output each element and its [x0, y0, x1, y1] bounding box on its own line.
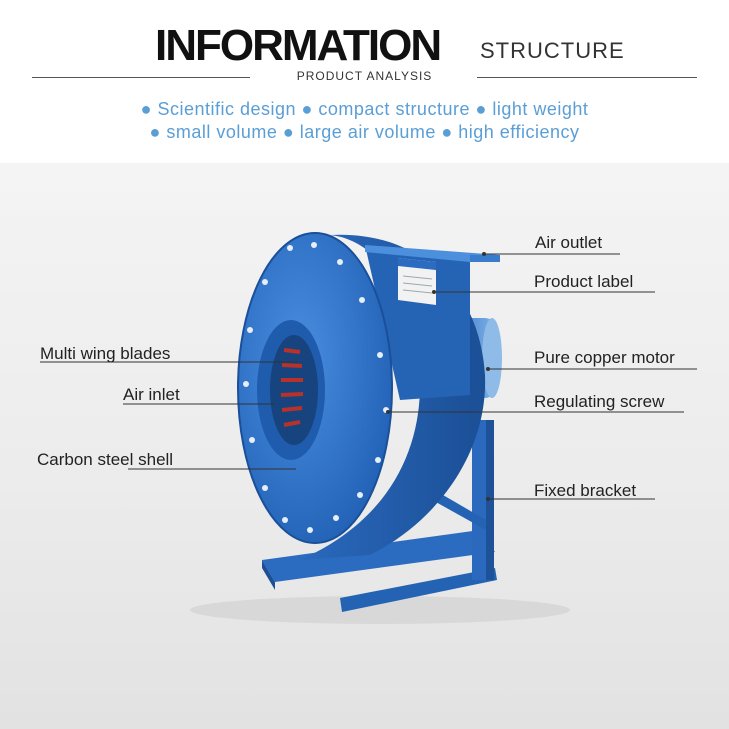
label-regulating-screw: Regulating screw: [534, 392, 665, 411]
label-air-outlet: Air outlet: [535, 233, 603, 252]
divider-right: [477, 77, 697, 78]
floor-shadow: [190, 596, 570, 624]
features-line-2: ● small volume ● large air volume ● high…: [149, 122, 580, 142]
label-air-inlet: Air inlet: [123, 385, 180, 404]
callout-dots: [386, 252, 490, 501]
callout-lines: [40, 253, 697, 500]
features-line-1: ● Scientific design ● compact structure …: [140, 99, 589, 119]
air-inlet: [257, 320, 325, 460]
label-multi-wing-blades: Multi wing blades: [40, 344, 171, 363]
label-carbon-steel-shell: Carbon steel shell: [37, 450, 174, 469]
impeller-blades: [280, 348, 304, 427]
product-label-plate: [398, 258, 436, 305]
label-product-label: Product label: [534, 272, 634, 291]
page-title: INFORMATION: [155, 21, 442, 70]
label-pure-copper-motor: Pure copper motor: [534, 348, 675, 367]
subtitle: PRODUCT ANALYSIS: [296, 69, 433, 83]
divider-left: [32, 77, 250, 78]
page-title-secondary: STRUCTURE: [480, 38, 625, 63]
header: INFORMATION STRUCTURE PRODUCT ANALYSIS ●…: [0, 0, 729, 163]
label-fixed-bracket: Fixed bracket: [534, 481, 637, 500]
